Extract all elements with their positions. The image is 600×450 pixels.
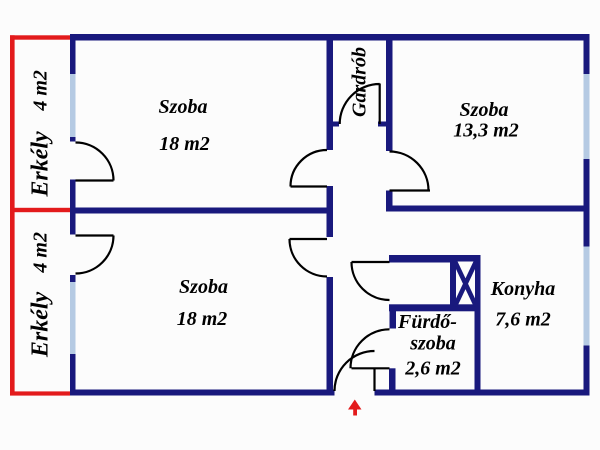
svg-text:Szoba: Szoba — [179, 276, 228, 298]
svg-text:Gardrób: Gardrób — [349, 47, 371, 117]
svg-text:Fürdő-: Fürdő- — [397, 311, 457, 333]
svg-text:4 m2: 4 m2 — [30, 232, 52, 274]
svg-text:4 m2: 4 m2 — [30, 70, 52, 112]
svg-text:2,6 m2: 2,6 m2 — [404, 358, 461, 380]
svg-text:Erkély: Erkély — [28, 131, 54, 198]
svg-text:18 m2: 18 m2 — [159, 133, 210, 155]
svg-text:13,3 m2: 13,3 m2 — [453, 120, 519, 142]
svg-text:Erkély: Erkély — [28, 291, 54, 358]
svg-text:szoba: szoba — [409, 333, 456, 355]
svg-text:7,6 m2: 7,6 m2 — [495, 309, 551, 331]
svg-text:Szoba: Szoba — [460, 99, 509, 121]
svg-text:Szoba: Szoba — [159, 96, 208, 118]
svg-text:Konyha: Konyha — [490, 278, 555, 300]
svg-text:18 m2: 18 m2 — [177, 308, 228, 330]
